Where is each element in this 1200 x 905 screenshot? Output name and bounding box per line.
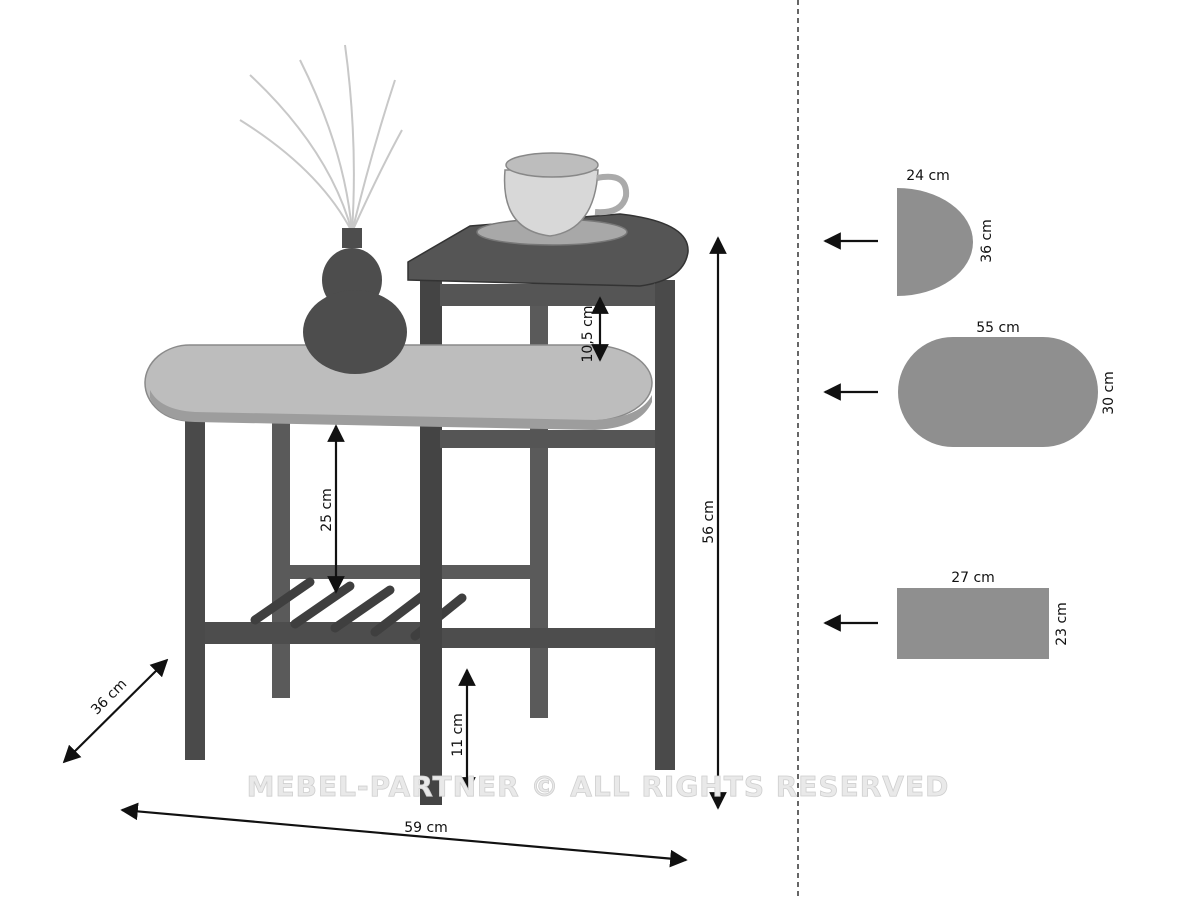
height-label: 56 cm [701, 500, 717, 544]
top-gap-label: 10,5 cm [580, 306, 596, 363]
vase-decoration [239, 44, 407, 374]
top-shape-half-round: 24 cm 36 cm [823, 168, 995, 296]
back-left-leg [272, 420, 290, 698]
width-arrow [120, 802, 688, 868]
half-round-shape [897, 188, 973, 296]
shelf-side-rail [440, 628, 660, 648]
side-table-illustration [144, 44, 689, 805]
oval-shape [898, 337, 1098, 447]
oval-tabletop-edge [150, 390, 652, 430]
depth-arrow [62, 658, 169, 764]
oval-height-label: 30 cm [1101, 371, 1117, 415]
top-rail [440, 284, 655, 306]
front-left-leg [185, 405, 205, 760]
cup-decoration [476, 152, 630, 246]
top-shape-rectangle: 27 cm 23 cm [823, 570, 1070, 659]
half-round-height-label: 36 cm [979, 219, 995, 263]
shelf-back-rail [280, 565, 540, 579]
rectangle-width-label: 27 cm [951, 570, 995, 586]
rectangle-height-label: 23 cm [1054, 602, 1070, 646]
watermark: MEBEL-PARTNER © ALL RIGHTS RESERVED [247, 770, 950, 803]
middle-rail [440, 430, 655, 448]
front-right-leg [655, 280, 675, 770]
oval-width-label: 55 cm [976, 320, 1020, 336]
rectangle-shape [897, 588, 1049, 659]
top-shape-oval: 55 cm 30 cm [823, 320, 1117, 447]
dimension-lines [62, 236, 727, 868]
half-round-width-label: 24 cm [906, 168, 950, 184]
oval-tabletop [144, 344, 653, 422]
width-label: 59 cm [404, 820, 448, 836]
clearance-label: 11 cm [450, 713, 466, 757]
shelf-front-rail [195, 622, 440, 644]
depth-label: 36 cm [88, 676, 130, 718]
middle-gap-label: 25 cm [319, 488, 335, 532]
